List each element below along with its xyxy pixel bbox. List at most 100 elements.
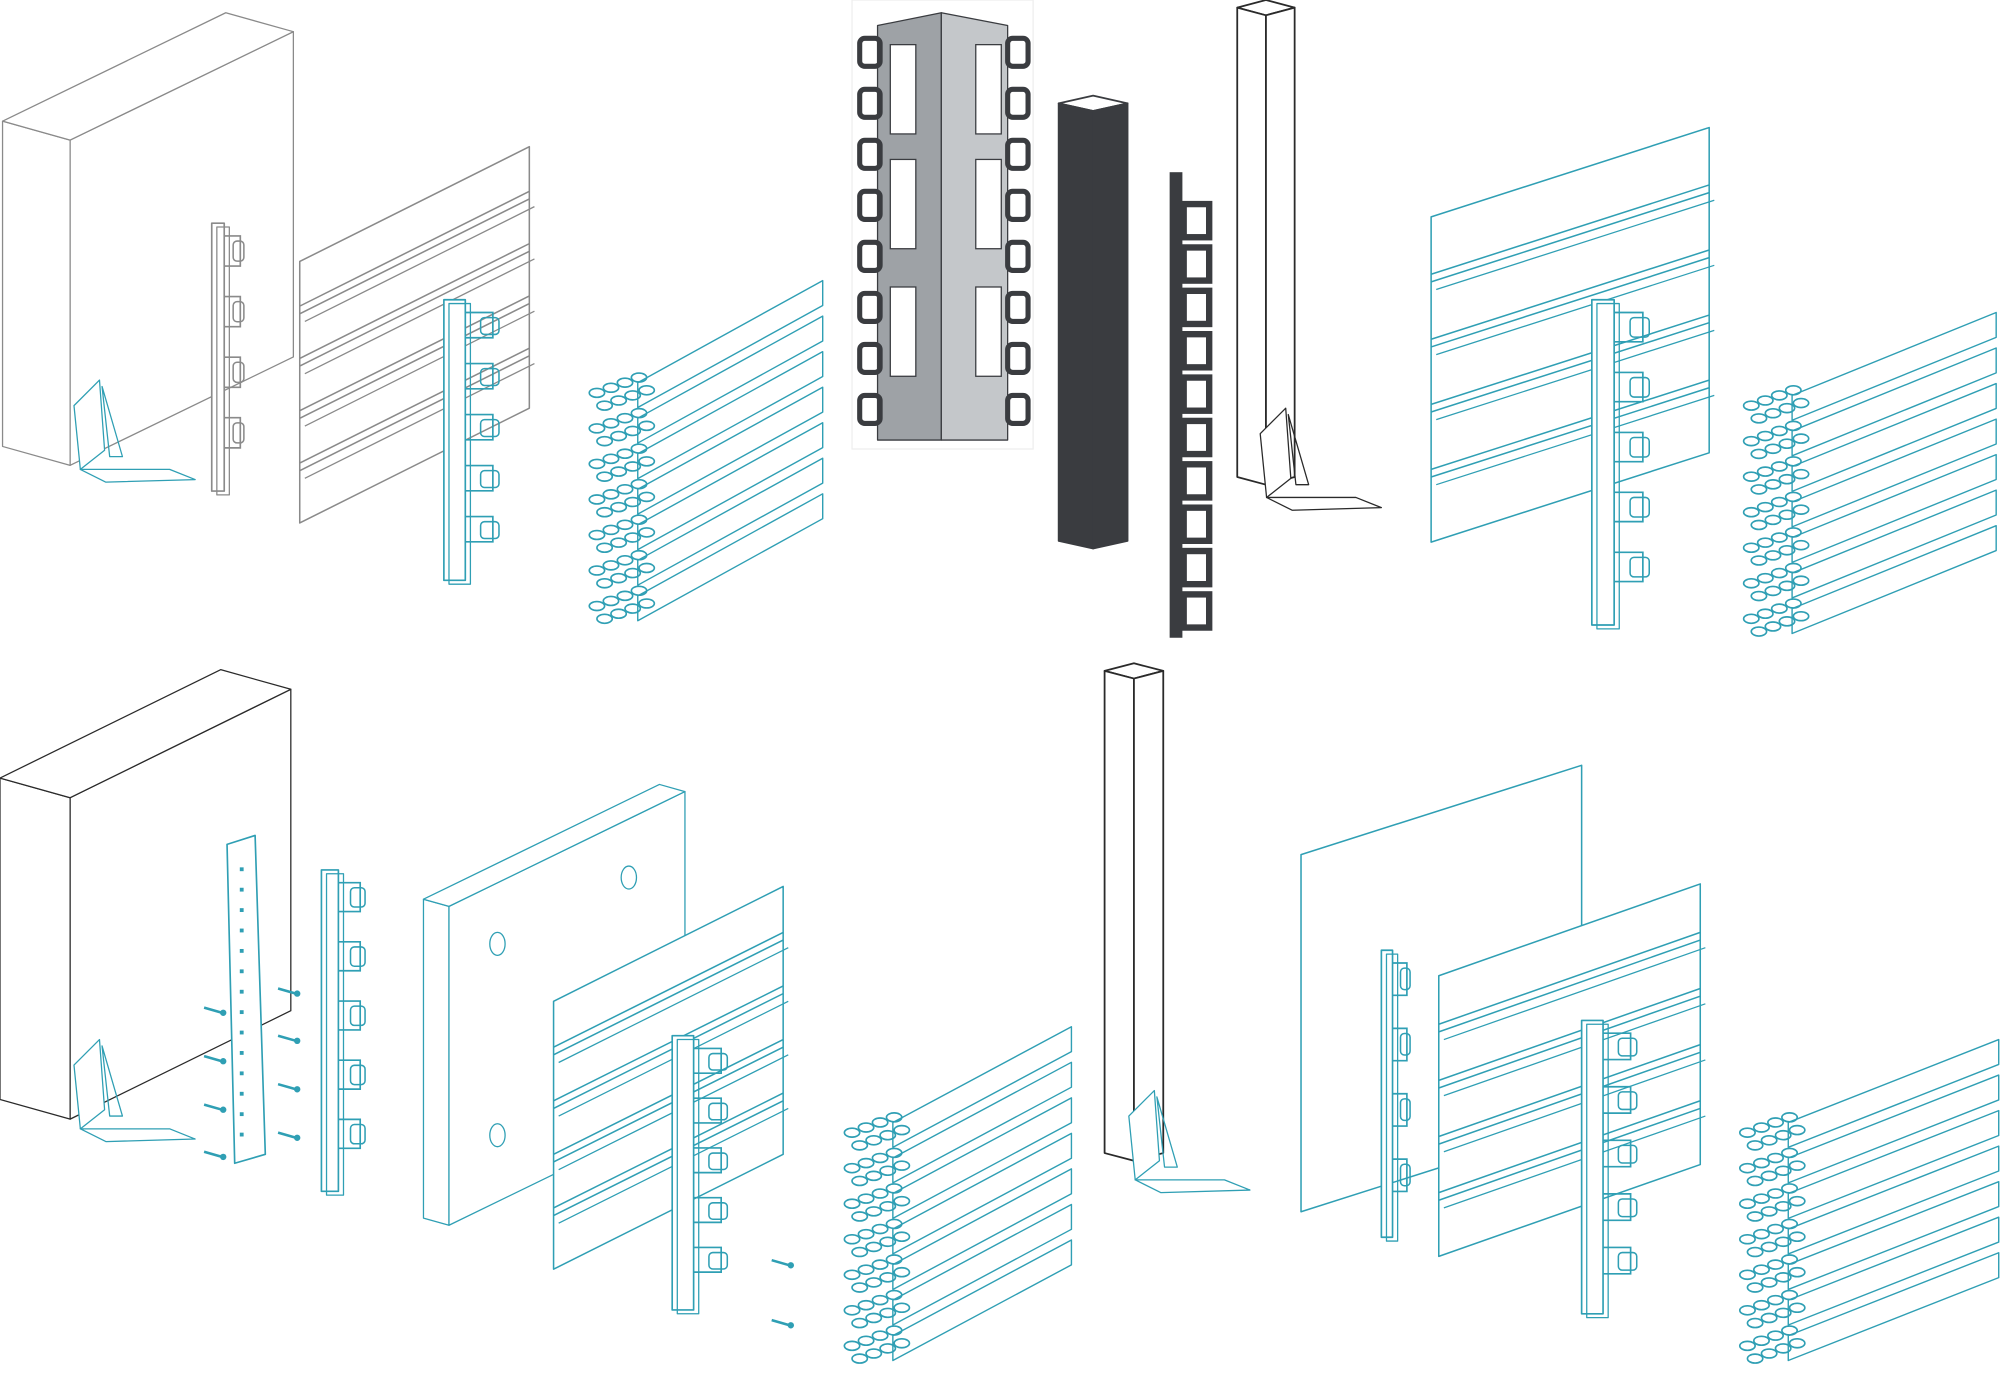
hook-tab bbox=[349, 886, 366, 908]
panel-rib bbox=[299, 190, 535, 322]
panel-rib bbox=[1430, 184, 1715, 291]
mesh-hole bbox=[885, 1325, 903, 1336]
hook-tab bbox=[479, 367, 500, 387]
hook-tab bbox=[479, 418, 500, 438]
hook bbox=[338, 1118, 362, 1150]
hook-tab bbox=[708, 1052, 729, 1071]
mesh-panel-top-2 bbox=[1742, 311, 1997, 637]
mesh-hole bbox=[1788, 1338, 1806, 1349]
mesh-hole bbox=[602, 453, 620, 465]
mesh-hole bbox=[879, 1272, 897, 1283]
mesh-hole bbox=[1792, 433, 1810, 444]
mesh-hole bbox=[1752, 1335, 1770, 1347]
mesh-hole bbox=[1750, 555, 1768, 566]
profile-rail-bottom-2 bbox=[1380, 949, 1411, 1242]
mesh-hole bbox=[1756, 608, 1774, 619]
mesh-hole bbox=[1792, 575, 1810, 587]
mesh-hole bbox=[1764, 479, 1782, 490]
mesh-hole bbox=[1788, 1266, 1806, 1278]
hook bbox=[1614, 311, 1644, 343]
mesh-hole bbox=[1756, 395, 1774, 406]
mesh-slat bbox=[843, 1239, 1073, 1364]
mesh-slat bbox=[588, 350, 824, 482]
hook-tab bbox=[232, 361, 245, 384]
vertical-rail-top bbox=[210, 222, 245, 496]
mesh-hole bbox=[588, 423, 606, 434]
cladding-panel-top bbox=[1430, 126, 1715, 543]
slot bbox=[889, 286, 917, 377]
insulation-block-top bbox=[1, 12, 295, 466]
mesh-hole bbox=[616, 555, 634, 566]
panel-rib bbox=[553, 931, 789, 1064]
hole bbox=[239, 908, 244, 912]
mesh-hole bbox=[871, 1117, 889, 1128]
mesh-hole bbox=[1778, 580, 1796, 592]
loop bbox=[1005, 341, 1031, 375]
mesh-hole bbox=[1750, 590, 1768, 602]
mesh-hole bbox=[1746, 1317, 1764, 1329]
mesh-hole bbox=[1752, 1228, 1770, 1240]
mesh-hole bbox=[1781, 1183, 1799, 1194]
slot bbox=[975, 286, 1002, 377]
hole bbox=[239, 969, 244, 974]
mesh-hole bbox=[843, 1127, 861, 1138]
mesh-hole bbox=[624, 496, 642, 508]
mesh-hole bbox=[588, 387, 606, 399]
mesh-hole bbox=[1742, 435, 1760, 447]
mesh-hole bbox=[865, 1170, 883, 1182]
mesh-hole bbox=[616, 412, 634, 424]
mesh-hole bbox=[1788, 1124, 1806, 1136]
mesh-hole bbox=[1792, 539, 1810, 551]
mesh-hole bbox=[1738, 1269, 1756, 1281]
mesh-hole bbox=[851, 1175, 869, 1187]
mesh-hole bbox=[843, 1162, 861, 1174]
hook-tab bbox=[479, 316, 500, 336]
hook bbox=[1603, 1246, 1632, 1275]
mesh-hole bbox=[1784, 420, 1802, 432]
mesh-hole bbox=[602, 489, 620, 500]
hole bbox=[239, 1030, 244, 1035]
mesh-hole bbox=[1781, 1254, 1799, 1265]
mesh-hole bbox=[1767, 1330, 1784, 1341]
mesh-hole bbox=[630, 372, 648, 383]
mesh-hole bbox=[638, 598, 656, 609]
hook-tab bbox=[1617, 1198, 1638, 1218]
mesh-slat bbox=[1738, 1038, 2000, 1151]
mesh-slat bbox=[588, 493, 824, 625]
ladder-rung bbox=[1180, 591, 1213, 631]
hook-tab bbox=[232, 300, 245, 323]
mesh-hole bbox=[865, 1277, 883, 1288]
hook bbox=[338, 881, 362, 913]
mesh-hole bbox=[1746, 1140, 1764, 1151]
hole bbox=[239, 867, 244, 872]
mesh-slat bbox=[843, 1203, 1073, 1329]
mesh-hole bbox=[624, 603, 642, 614]
rail-screws bbox=[203, 987, 301, 1161]
mesh-hole bbox=[893, 1266, 911, 1278]
mesh-hole bbox=[1746, 1175, 1764, 1187]
mesh-hole bbox=[871, 1188, 889, 1199]
mesh-hole bbox=[602, 382, 620, 394]
mesh-hole bbox=[1746, 1211, 1764, 1222]
mesh-slat bbox=[843, 1168, 1073, 1293]
mesh-hole bbox=[1750, 413, 1768, 424]
mesh-slat bbox=[1742, 382, 1997, 495]
hook-tab bbox=[1629, 316, 1650, 338]
mesh-hole bbox=[1756, 572, 1774, 584]
mesh-hole bbox=[865, 1241, 883, 1253]
loop bbox=[1005, 137, 1031, 171]
mesh-hole bbox=[1764, 621, 1782, 632]
mesh-hole bbox=[1788, 1160, 1806, 1171]
mesh-hole bbox=[857, 1299, 875, 1311]
hook bbox=[1392, 1158, 1408, 1193]
screw bbox=[277, 987, 301, 997]
mesh-hole bbox=[596, 506, 614, 518]
mesh-hole bbox=[1760, 1206, 1778, 1217]
panel-rib bbox=[299, 242, 535, 375]
mesh-hole bbox=[1781, 1112, 1799, 1123]
ladder-rung bbox=[1180, 200, 1213, 241]
hole bbox=[239, 1051, 244, 1055]
mesh-slat bbox=[1742, 418, 1997, 531]
screw bbox=[771, 1318, 795, 1329]
mesh-hole bbox=[1746, 1353, 1764, 1364]
